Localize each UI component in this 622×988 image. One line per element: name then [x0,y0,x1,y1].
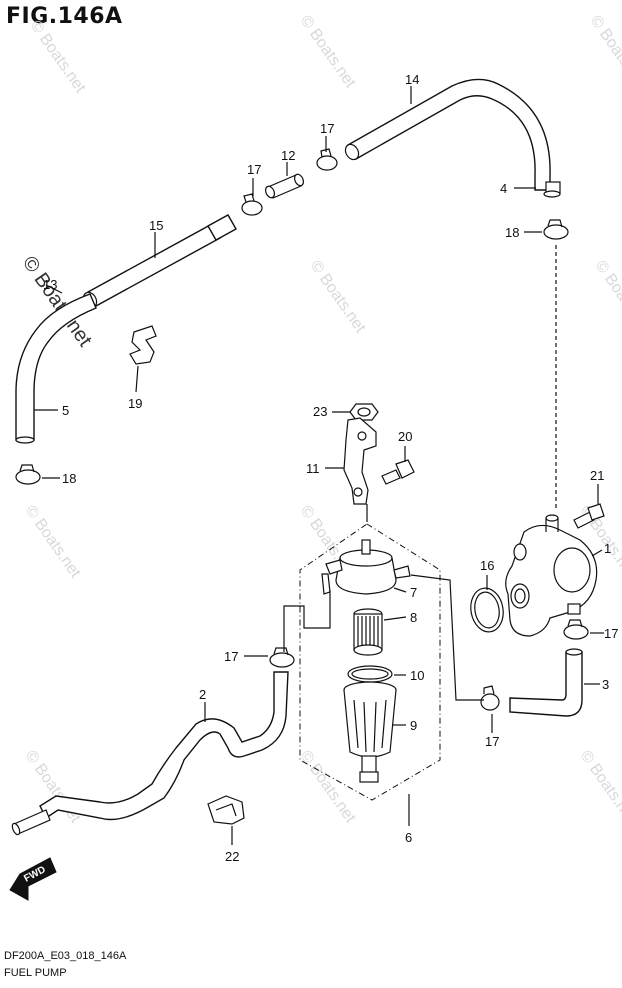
fuel-pump-1 [505,514,598,637]
callout-3: 3 [602,677,609,692]
callout-13: 13 [43,277,57,292]
leader-lines [283,245,557,701]
callout-22: 22 [225,849,239,864]
holder-19 [129,325,157,365]
callout-1: 1 [604,541,611,556]
callout-18: 18 [505,225,519,240]
callout-19: 19 [128,396,142,411]
callout-17: 17 [485,734,499,749]
callout-14: 14 [405,72,419,87]
holder-22 [207,795,245,825]
callout-9: 9 [410,718,417,733]
joint-12 [264,173,305,199]
callout-2: 2 [199,687,206,702]
clamp-18 [15,464,41,485]
bolt-21 [573,503,605,529]
bracket-11 [343,417,377,505]
callout-7: 7 [410,585,417,600]
o-ring-10 [347,665,393,683]
drawing-code: DF200A_E03_018_146A [4,950,127,962]
callout-17: 17 [604,626,618,641]
callout-11: 11 [306,461,320,476]
clamp-17 [269,647,295,668]
callout-17: 17 [320,121,334,136]
clamp-18 [543,219,569,240]
callout-21: 21 [590,468,604,483]
watermark: © Boats.net [297,13,359,92]
callout-numbers: 14 17 12 17 4 15 18 13 19 5 18 23 20 11 … [43,72,618,864]
watermark: © Boats.net [592,258,622,337]
callout-leaders [34,86,604,845]
assembly-outline-6 [299,523,441,801]
nut-23 [349,403,379,421]
watermark: © Boats.net [577,748,622,827]
hose-2 [11,671,289,836]
callout-17: 17 [224,649,238,664]
bolt-20 [381,459,415,485]
callout-6: 6 [405,830,412,845]
figure-title: FIG.146A [6,4,123,29]
fwd-arrow: FWD [9,857,57,901]
hose-3 [509,648,583,717]
o-ring-16 [470,587,504,633]
watermark: © Boats.net [587,13,622,92]
callout-20: 20 [398,429,412,444]
callout-15: 15 [149,218,163,233]
hose-14 [344,78,561,198]
watermark: © Boats.net [27,18,89,97]
watermark: © Boats.net [22,503,84,582]
watermark: © Boats.net [307,258,369,337]
clamp-17 [480,685,500,711]
callout-16: 16 [480,558,494,573]
callout-5: 5 [62,403,69,418]
clamp-17 [563,619,589,640]
clamp-17 [241,148,338,216]
callout-23: 23 [313,404,327,419]
callout-12: 12 [281,148,295,163]
callout-8: 8 [410,610,417,625]
watermark: © Boats.net [22,748,84,827]
callout-4: 4 [500,181,507,196]
callout-17: 17 [247,162,261,177]
watermark: © Boats.net [297,748,359,827]
hose-5 [15,293,97,444]
callout-18: 18 [62,471,76,486]
callout-10: 10 [410,668,424,683]
figure-name: FUEL PUMP [4,967,67,979]
filter-element-8 [353,608,383,656]
filter-housing-9 [343,681,397,783]
fuel-filter-cup-7 [321,539,411,595]
